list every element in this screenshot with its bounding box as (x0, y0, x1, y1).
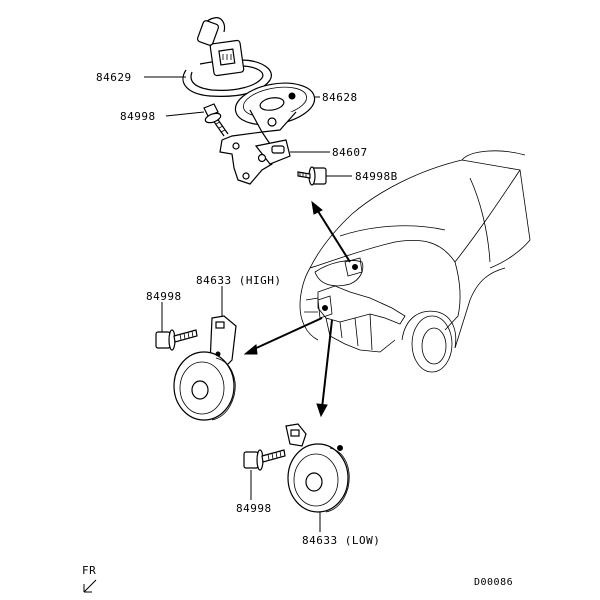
hood-crease (339, 225, 446, 237)
horn-84628-bolt-hole (267, 117, 277, 127)
arrow-head-high (243, 344, 258, 355)
label-84998-low: 84998 (236, 502, 272, 515)
bracket-84607-hole-3 (257, 153, 267, 163)
horn-high-rim (211, 357, 236, 421)
label-84628: 84628 (322, 91, 358, 104)
wheel-inner (421, 327, 447, 365)
horn-84628 (234, 82, 316, 133)
connector-pins (222, 54, 232, 60)
horn-84628-center (259, 97, 285, 111)
fender-edge (444, 261, 461, 331)
bracket-84607-slot (271, 145, 285, 154)
horn-84633-high (173, 315, 237, 421)
harness-84629 (182, 17, 272, 97)
label-84633-high: 84633 (HIGH) (196, 274, 281, 287)
arrow-head-low (316, 403, 328, 418)
pointer-arrows (243, 200, 351, 418)
car-bracket-top (344, 257, 363, 277)
label-84633-low: 84633 (LOW) (302, 534, 380, 547)
horn-low-ring (293, 453, 339, 507)
bracket-84607-hole-1 (232, 142, 240, 150)
front-left-edge (299, 267, 319, 341)
label-84998-mid: 84998 (146, 290, 182, 303)
arrow-to-low-horn (321, 319, 333, 409)
bolt-mid-thread (179, 330, 194, 341)
horn-mount-lower (322, 305, 328, 311)
arrow-to-high-horn (251, 317, 323, 351)
bolt-84998-top (203, 103, 229, 137)
fr-arrow-icon (83, 579, 97, 593)
bolt-mid-shank (173, 329, 198, 343)
horn-low-center (305, 472, 323, 492)
bolt-low-head (243, 451, 259, 469)
bolt-mid-head (155, 331, 171, 349)
horn-low-terminal (337, 445, 343, 451)
label-84998-top: 84998 (120, 110, 156, 123)
bolt-top-washer (204, 112, 222, 124)
support-ribs (339, 313, 373, 351)
car-bracket-mid (317, 295, 333, 319)
harness-upper-plug (196, 20, 220, 46)
horn-84628-terminal (288, 92, 296, 100)
hood-outline (309, 213, 456, 269)
horn-high-terminal (215, 351, 221, 357)
horn-high-bracket-slot (215, 321, 225, 329)
harness-loop-inner (190, 65, 264, 91)
arrow-head-upper (311, 200, 323, 215)
bolt-low-shank (261, 449, 286, 463)
leader-lines (144, 76, 352, 532)
horn-84633-low (285, 423, 350, 513)
horn-mount-upper (352, 264, 358, 270)
fascia-lines (304, 297, 319, 313)
bolt-84998b (297, 166, 327, 186)
roof-line (461, 150, 526, 161)
diagram-code: D00086 (474, 577, 513, 588)
car-outline (299, 150, 531, 373)
horn-high-center (191, 380, 209, 400)
a-pillar (469, 177, 491, 263)
leader-84998-top (165, 111, 205, 117)
side-window (489, 169, 531, 269)
bolt-84998b-thread (299, 172, 307, 177)
label-84629: 84629 (96, 71, 132, 84)
fr-label: FR (82, 564, 96, 577)
headlight (314, 260, 364, 287)
body-side (454, 267, 506, 349)
bolt-84998-mid (155, 329, 198, 351)
front-direction-indicator: FR (82, 564, 97, 593)
label-84998b: 84998B (355, 170, 398, 183)
bracket-84607-hole-2 (242, 172, 250, 180)
bolt-low-thread (267, 450, 282, 461)
radiator-support (317, 285, 406, 325)
wheel-arch (401, 310, 457, 349)
wheel (411, 315, 453, 373)
bolt-84998-low (243, 449, 286, 471)
horn-high-ring (179, 361, 225, 415)
arrow-to-upper-assembly (315, 207, 351, 263)
label-84607: 84607 (332, 146, 368, 159)
horn-low-bracket-slot (290, 429, 300, 437)
lower-support (325, 317, 396, 353)
horn-low-rim (325, 447, 350, 513)
bracket-84607 (219, 131, 291, 185)
